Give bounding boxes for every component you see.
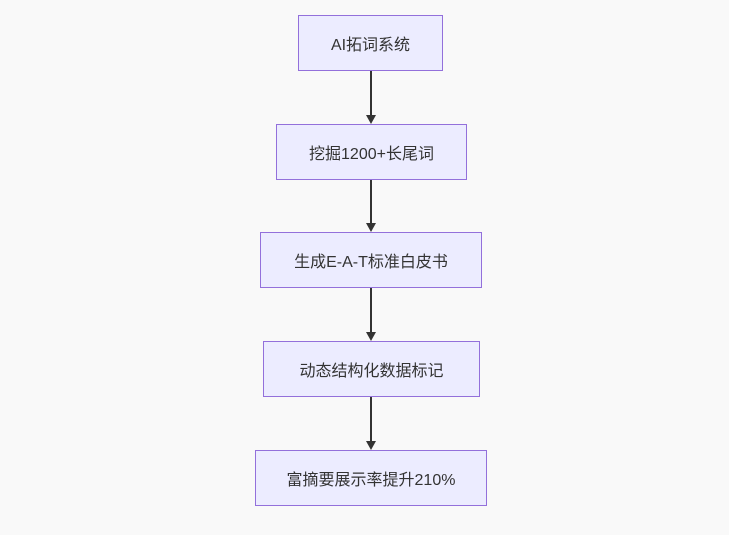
node-label: AI拓词系统 [330, 37, 411, 54]
flowchart-node-eat-whitepaper: 生成E-A-T标准白皮书 [260, 232, 482, 288]
node-label: 动态结构化数据标记 [299, 363, 444, 380]
arrowhead-icon [366, 332, 376, 341]
arrowhead-icon [366, 441, 376, 450]
flowchart-node-structured-data: 动态结构化数据标记 [263, 341, 480, 397]
flow-arrow [365, 71, 377, 124]
arrowhead-icon [366, 115, 376, 124]
arrow-line [370, 397, 372, 441]
arrow-line [370, 71, 372, 115]
node-label: 挖掘1200+长尾词 [309, 146, 434, 163]
flow-arrow [365, 180, 377, 232]
flowchart-node-ai-word-system: AI拓词系统 [298, 15, 443, 71]
node-label: 富摘要展示率提升210% [286, 472, 456, 489]
arrow-line [370, 180, 372, 223]
flow-arrow [365, 288, 377, 341]
node-label: 生成E-A-T标准白皮书 [294, 254, 448, 271]
arrowhead-icon [366, 223, 376, 232]
flow-arrow [365, 397, 377, 450]
flowchart-node-longtail-mining: 挖掘1200+长尾词 [276, 124, 467, 180]
flowchart-node-rich-snippet-result: 富摘要展示率提升210% [255, 450, 487, 506]
arrow-line [370, 288, 372, 332]
